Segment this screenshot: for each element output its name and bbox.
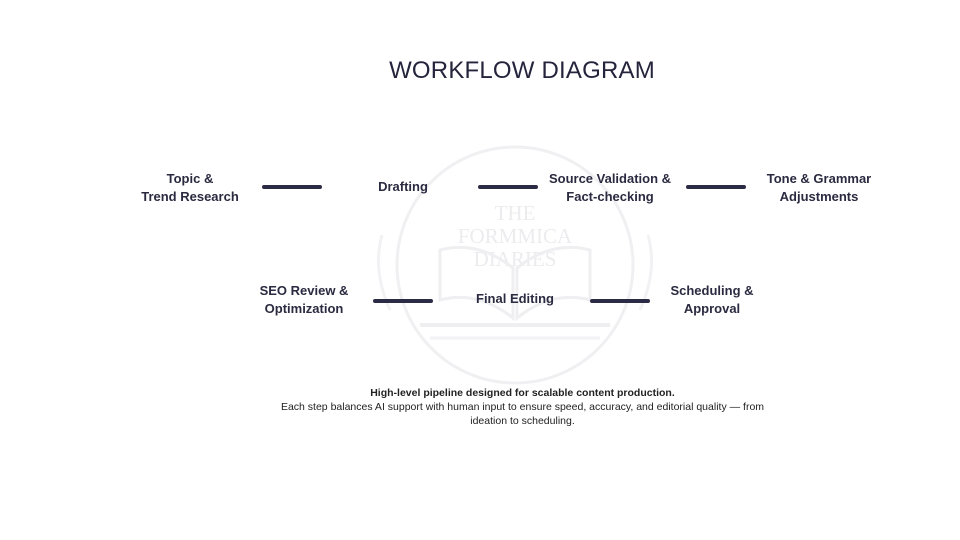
watermark-line-1: THE bbox=[495, 201, 536, 225]
diagram-title: WORKFLOW DIAGRAM bbox=[389, 57, 655, 84]
step-drafting: Drafting bbox=[343, 178, 463, 196]
step-seo-review: SEO Review & Optimization bbox=[237, 282, 371, 318]
connector-4 bbox=[373, 299, 433, 303]
step-topic-research-line-2: Trend Research bbox=[141, 189, 239, 204]
step-final-editing: Final Editing bbox=[455, 290, 575, 308]
caption-lead: High-level pipeline designed for scalabl… bbox=[370, 387, 675, 399]
watermark-logo: THE FORMMICA DIARIES bbox=[376, 145, 654, 385]
step-tone-grammar: Tone & Grammar Adjustments bbox=[750, 170, 888, 206]
step-drafting-line-1: Drafting bbox=[378, 179, 428, 194]
connector-1 bbox=[262, 185, 322, 189]
watermark-line-2: FORMMICA bbox=[458, 224, 573, 248]
step-seo-review-line-1: SEO Review & bbox=[259, 283, 349, 298]
step-topic-research: Topic & Trend Research bbox=[120, 170, 260, 206]
step-topic-research-line-1: Topic & bbox=[166, 171, 214, 186]
step-tone-grammar-line-2: Adjustments bbox=[779, 189, 859, 204]
caption-detail: Each step balances AI support with human… bbox=[280, 401, 765, 427]
step-source-validation: Source Validation & Fact-checking bbox=[535, 170, 685, 206]
step-final-editing-line-1: Final Editing bbox=[476, 291, 554, 306]
step-scheduling-approval-line-2: Approval bbox=[683, 301, 741, 316]
step-seo-review-line-2: Optimization bbox=[264, 301, 344, 316]
step-source-validation-line-1: Source Validation & bbox=[548, 171, 672, 186]
connector-3 bbox=[686, 185, 746, 189]
step-scheduling-approval: Scheduling & Approval bbox=[652, 282, 772, 318]
connector-5 bbox=[590, 299, 650, 303]
step-tone-grammar-line-1: Tone & Grammar bbox=[766, 171, 872, 186]
connector-2 bbox=[478, 185, 538, 189]
watermark-line-3: DIARIES bbox=[474, 247, 557, 271]
step-scheduling-approval-line-1: Scheduling & bbox=[670, 283, 754, 298]
step-source-validation-line-2: Fact-checking bbox=[566, 189, 654, 204]
diagram-caption: High-level pipeline designed for scalabl… bbox=[270, 386, 775, 428]
